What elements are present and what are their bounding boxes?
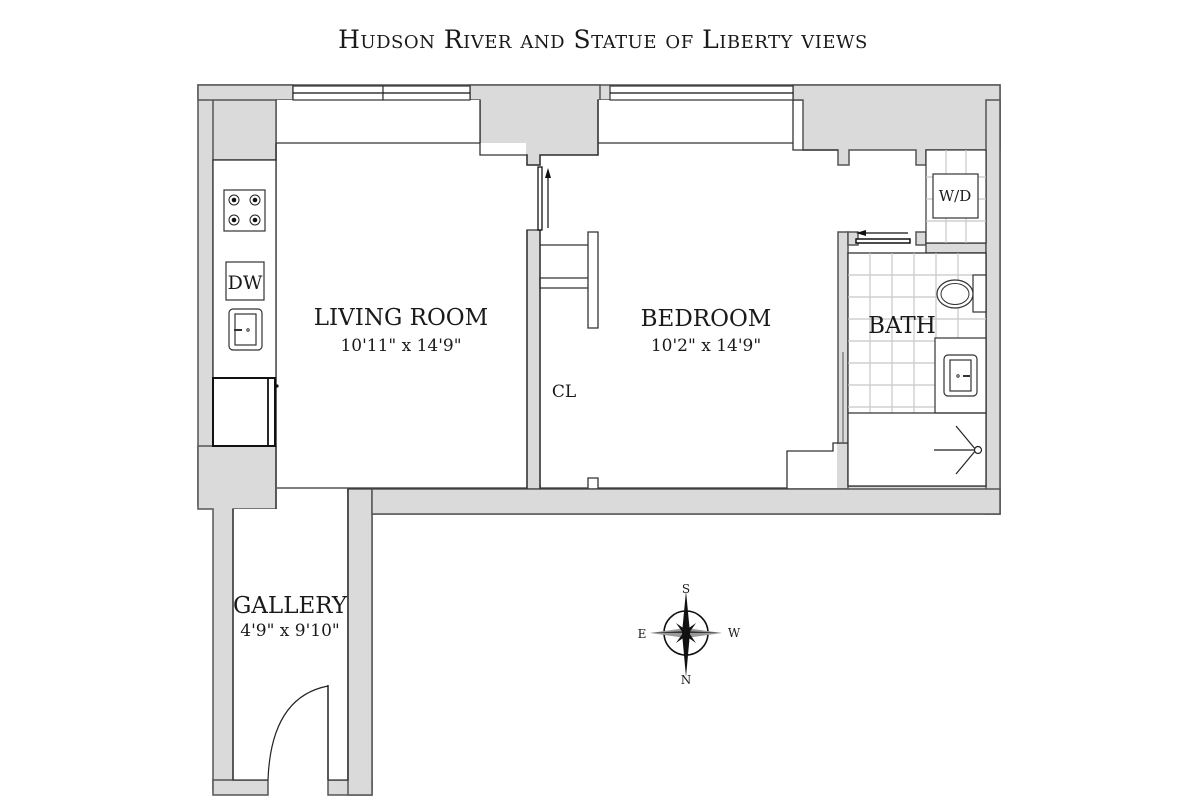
shower-icon	[848, 412, 986, 475]
dishwasher-icon	[225, 261, 265, 301]
compass-west: W	[728, 626, 741, 640]
closet-label: CL	[552, 382, 576, 402]
bath-label: BATH	[868, 313, 936, 339]
sliding-door-bath	[855, 230, 911, 244]
plan-title: Hudson River and Statue of Liberty views	[338, 25, 868, 54]
vanity-sink-icon	[934, 337, 987, 414]
bathroom: BATH	[847, 252, 987, 487]
washer-dryer-icon	[932, 173, 979, 219]
sliding-door-bedroom	[537, 166, 551, 231]
room-floors	[234, 100, 837, 780]
bedroom-dimensions: 10'2" x 14'9"	[651, 336, 761, 356]
gallery-dimensions: 4'9" x 9'10"	[240, 621, 339, 641]
toilet-icon	[936, 274, 987, 313]
compass-north: N	[681, 673, 692, 687]
entry-door	[267, 685, 329, 781]
living-room-label: LIVING ROOM	[314, 305, 488, 331]
washer-dryer-label: W/D	[939, 187, 972, 205]
living-room-dimensions: 10'11" x 14'9"	[340, 336, 461, 356]
dishwasher-label: DW	[228, 272, 263, 294]
kitchen: DW	[212, 159, 279, 447]
refrigerator-icon	[212, 377, 279, 447]
laundry-area: W/D	[925, 149, 987, 244]
compass-south: S	[682, 582, 690, 596]
compass-east: E	[638, 627, 647, 641]
gallery-label: GALLERY	[233, 593, 348, 619]
compass-rose-icon: S N E W	[638, 582, 741, 687]
windows	[292, 85, 794, 101]
kitchen-sink-icon	[228, 308, 263, 351]
stove-icon	[223, 189, 266, 232]
bedroom-label: BEDROOM	[641, 306, 772, 332]
